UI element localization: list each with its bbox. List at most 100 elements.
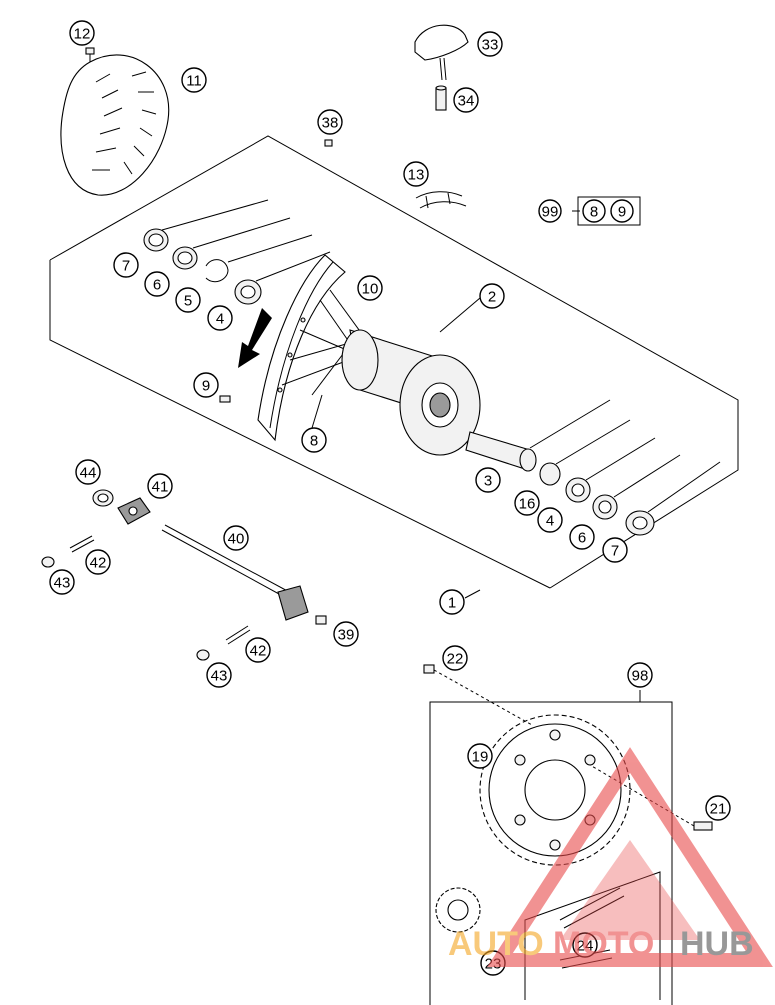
callout-c7a: 7 [113, 252, 139, 278]
callout-c4a: 4 [207, 305, 233, 331]
callout-label: 41 [152, 479, 169, 496]
callout-label: 39 [338, 627, 355, 644]
callout-label: 3 [484, 473, 492, 490]
callout-circle [439, 589, 465, 615]
callout-circle [453, 87, 479, 113]
callout-circle [147, 473, 173, 499]
wheel-assembly-outline [49, 135, 739, 589]
callout-c7b: 7 [602, 537, 628, 563]
callout-circle [569, 524, 595, 550]
callout-99-box [577, 196, 641, 226]
callout-circle [245, 637, 271, 663]
callout-circle [442, 645, 468, 671]
callout-label: 11 [186, 73, 202, 90]
callout-c38: 38 [317, 109, 343, 135]
callout-circle [85, 549, 111, 575]
callout-circle [538, 199, 562, 223]
callout-circle [75, 459, 101, 485]
callout-label: 98 [632, 668, 649, 685]
callout-circle [610, 199, 634, 223]
callout-c99b: 9 [610, 199, 634, 223]
callout-label: 10 [362, 281, 379, 298]
callout-label: 38 [322, 115, 339, 132]
callout-label: 4 [216, 311, 224, 328]
callout-label: 4 [546, 513, 554, 530]
callout-circle [582, 199, 606, 223]
adjuster-nut-left [41, 556, 55, 568]
callout-label: 42 [250, 643, 267, 660]
axle-end-bolt [315, 615, 327, 625]
callout-c98: 98 [627, 662, 653, 688]
callout-circle [193, 372, 219, 398]
callout-c19: 19 [467, 743, 493, 769]
callout-circle [207, 305, 233, 331]
callout-c34: 34 [453, 87, 479, 113]
leader-lines [311, 210, 580, 599]
callout-circle [301, 427, 327, 453]
wheel-hub [341, 329, 481, 456]
callout-c40: 40 [223, 525, 249, 551]
wheel-axle [161, 524, 309, 621]
callout-circle [475, 467, 501, 493]
callout-label: 40 [228, 531, 245, 548]
callout-label: 6 [578, 530, 586, 547]
callout-c41: 41 [147, 473, 173, 499]
callout-circle [144, 271, 170, 297]
callout-circle [537, 507, 563, 533]
callout-label: 2 [488, 289, 496, 306]
callout-c42b: 42 [245, 637, 271, 663]
callout-label: 7 [122, 258, 130, 275]
sprocket-kit-box [429, 690, 673, 1005]
callout-circle [627, 662, 653, 688]
sprocket-nut [589, 764, 713, 831]
callout-label: 9 [202, 378, 210, 395]
brake-disc [60, 54, 170, 196]
valve-cap [324, 139, 333, 147]
disc-bolt [85, 47, 95, 62]
callout-label: 1 [448, 595, 456, 612]
callout-c21: 21 [705, 795, 731, 821]
callout-circle [317, 109, 343, 135]
callout-c6a: 6 [144, 271, 170, 297]
adjuster-nut-right [196, 649, 210, 661]
callout-c43b: 43 [206, 662, 232, 688]
spoke-nipple [219, 395, 231, 403]
watermark-triangle-inner [560, 840, 700, 940]
callout-circle [705, 795, 731, 821]
callout-circle [403, 161, 429, 187]
callout-c6b: 6 [569, 524, 595, 550]
callout-label: 6 [153, 277, 161, 294]
callout-c24: 24 [572, 932, 598, 958]
callout-c1: 1 [439, 589, 465, 615]
callout-label: 16 [519, 496, 536, 513]
callout-label: 24 [577, 938, 594, 955]
adjuster-bolt-right [225, 625, 251, 645]
watermark-text-auto: AUTO [448, 925, 544, 963]
callout-label: 8 [310, 433, 318, 450]
callout-c99a: 8 [582, 199, 606, 223]
hub-stand [414, 24, 469, 81]
callout-c99: 99 [538, 199, 562, 223]
callout-label: 43 [211, 668, 228, 685]
callout-label: 43 [54, 575, 71, 592]
callout-circle [206, 662, 232, 688]
callout-circle [477, 31, 503, 57]
callout-circle [69, 20, 95, 46]
callout-label: 33 [482, 37, 499, 54]
hub-spacer-pin [435, 85, 447, 111]
callout-label: 34 [458, 93, 475, 110]
left-bearing-stack [143, 199, 331, 305]
callout-label: 21 [710, 801, 727, 818]
callout-label: 12 [74, 26, 91, 43]
callout-c11: 11 [181, 67, 207, 93]
callout-c5: 5 [175, 287, 201, 313]
rotation-arrow [238, 308, 272, 368]
adjuster-bolt-left [69, 535, 95, 553]
chain-adjuster-left [117, 497, 151, 525]
callout-label: 7 [611, 543, 619, 560]
callout-label: 99 [542, 204, 559, 221]
callout-c13: 13 [403, 161, 429, 187]
callout-c16: 16 [514, 490, 540, 516]
